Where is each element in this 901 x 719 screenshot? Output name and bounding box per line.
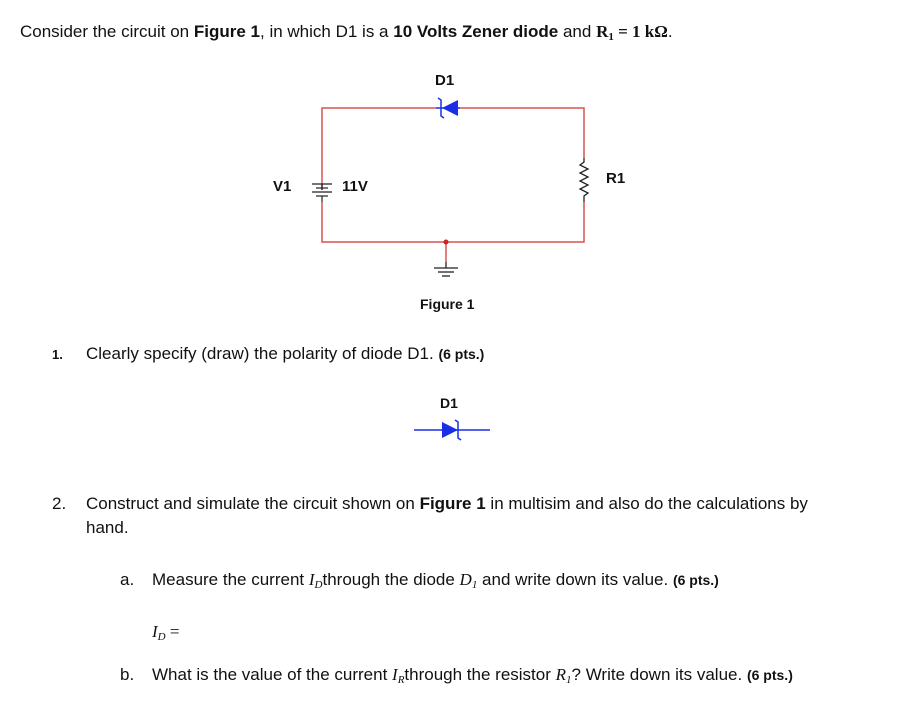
q1-points: (6 pts.) [438,346,485,362]
q2a-device-sub: 1 [471,579,478,591]
q2b-device-sub: 1 [566,674,572,686]
q2a-answer: ID = [152,622,179,643]
q2a-current-sub: D [314,579,323,591]
q2b-current-symbol: I [392,665,398,684]
q2-text-line1: Construct and simulate the circuit shown… [86,494,808,514]
intro-and: and [558,22,597,41]
q2b-pre: What is the value of the current [152,665,393,684]
figure-caption: Figure 1 [420,296,475,312]
q2b-points: (6 pts.) [746,667,793,683]
q2-figure-ref: Figure 1 [419,494,486,513]
q2a-points: (6 pts.) [672,572,719,588]
q2a-answer-symbol: I [152,622,158,641]
q1-text-body: Clearly specify (draw) the polarity of d… [86,344,434,363]
v1-value: 11V [342,178,368,195]
q2-number: 2. [52,494,67,513]
q2b-post: ? Write down its value. [571,665,743,684]
intro-prefix: Consider the circuit on [20,22,194,41]
q2-text-a: Construct and simulate the circuit shown… [86,494,420,513]
q2a-text: Measure the current IDthrough the diode … [152,570,719,591]
q2b-device-symbol: R [555,665,567,684]
q2-text-b: in multisim and also do the calculations… [485,494,808,513]
zener-diode-d1-symbol [436,97,460,119]
intro-r-symbol: R [596,22,609,41]
d1-label: D1 [435,72,455,89]
battery-v1-symbol [312,183,332,202]
q2b-current-sub: R [397,674,405,686]
q2a-mid: through the diode [322,570,460,589]
q2a-device-symbol: D [459,570,472,589]
intro-r-sub: 1 [608,31,614,43]
intro-middle: , in which D1 is a [260,22,394,41]
intro-r-value: = 1 kΩ [613,22,668,41]
q2-text-line2: hand. [86,518,129,537]
q2b-letter: b. [120,665,135,684]
q2b-text: What is the value of the current IRthrou… [152,665,793,686]
intro-figure-ref: Figure 1 [193,22,260,41]
circuit-wires [321,107,585,262]
circuit-diagram [312,97,590,277]
resistor-r1-symbol [578,158,590,202]
intro-diode-desc: 10 Volts Zener diode [393,22,559,41]
junction-dot [443,239,449,245]
q1-number: 1. [52,347,63,362]
v1-label: V1 [273,178,292,195]
q2b-mid: through the resistor [404,665,556,684]
r1-label: R1 [606,170,626,187]
q1-zener-diode-symbol [414,419,490,441]
q2a-answer-equals: = [165,622,180,641]
ground-icon [434,262,458,277]
q1-text: Clearly specify (draw) the polarity of d… [86,344,484,364]
q2a-pre: Measure the current [152,570,309,589]
q2a-current-symbol: I [308,570,315,589]
q2a-post: and write down its value. [477,570,669,589]
q2a-letter: a. [120,570,135,589]
q1-d1-label: D1 [440,395,458,411]
q2a-answer-sub: D [157,631,166,643]
intro-end: . [667,22,673,41]
intro-text: Consider the circuit on Figure 1, in whi… [20,22,673,43]
